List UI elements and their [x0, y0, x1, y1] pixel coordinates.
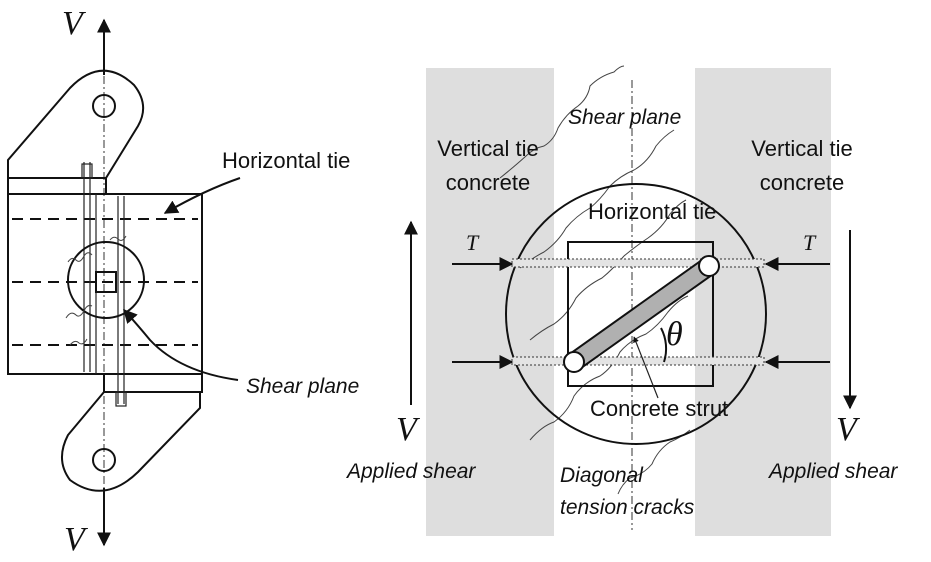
tie-force-right: T — [803, 230, 817, 255]
model-boundary-circle — [505, 183, 767, 445]
top-load-symbol: V — [62, 5, 87, 42]
bottom-lug — [61, 391, 201, 492]
label-horizontal-tie-model: Horizontal tie — [588, 199, 716, 224]
label-shear-plane: Shear plane — [568, 106, 681, 129]
upper-cap — [7, 177, 107, 195]
specimen-figure: V V Ho — [7, 5, 359, 558]
detail-square — [95, 271, 117, 293]
label-concrete-strut: Concrete strut — [590, 396, 728, 421]
tie-leader-arrow — [163, 177, 241, 214]
crack-mark — [67, 252, 93, 263]
strut-tie-model: θ T T V V Shear plane Vertical tie concr… — [345, 65, 898, 536]
bottom-load-symbol: V — [64, 521, 89, 558]
main-block — [7, 193, 203, 375]
detail-circle — [67, 241, 145, 319]
label-shear-plane-left: Shear plane — [246, 375, 359, 398]
label-vertical-tie-left-2: concrete — [446, 170, 530, 195]
top-lug-hole — [92, 94, 116, 118]
label-applied-shear-left: Applied shear — [345, 460, 476, 483]
bolt-left-nut — [81, 163, 93, 179]
label-vertical-tie-left-1: Vertical tie — [437, 136, 539, 161]
crack-mark — [65, 304, 93, 319]
crack-mark — [109, 235, 127, 241]
tie-force-left: T — [466, 230, 480, 255]
node-top-right — [698, 255, 720, 277]
horizontal-tie-bottom — [511, 356, 765, 366]
concrete-strut — [566, 258, 717, 370]
node-bottom-left — [563, 351, 585, 373]
label-cracks-2: tension cracks — [560, 496, 695, 519]
label-horizontal-tie: Horizontal tie — [222, 148, 350, 173]
top-lug — [7, 69, 145, 179]
diagonal-crack — [519, 129, 675, 269]
label-vertical-tie-right-2: concrete — [760, 170, 844, 195]
label-vertical-tie-right-1: Vertical tie — [751, 136, 853, 161]
label-applied-shear-right: Applied shear — [767, 460, 898, 483]
label-cracks-1: Diagonal — [560, 464, 644, 487]
shear-symbol-left: V — [396, 411, 421, 448]
strut-leader-arrow — [633, 336, 659, 399]
shear-symbol-right: V — [836, 411, 861, 448]
diagonal-crack — [529, 199, 687, 341]
crack-mark — [69, 338, 88, 346]
vertical-tie-concrete-left — [426, 68, 554, 536]
vertical-tie-concrete-right — [695, 68, 831, 536]
diagonal-crack — [499, 65, 625, 179]
angle-theta: θ — [666, 316, 683, 353]
angle-arc — [660, 327, 668, 363]
bolt-right-nut — [115, 391, 127, 407]
bottom-lug-hole — [92, 448, 116, 472]
model-square — [567, 241, 714, 387]
diagonal-crack — [617, 429, 691, 495]
diagonal-crack — [529, 295, 689, 441]
lower-cap — [103, 373, 203, 393]
horizontal-tie-top — [511, 258, 765, 268]
plane-leader-arrow — [123, 308, 239, 381]
